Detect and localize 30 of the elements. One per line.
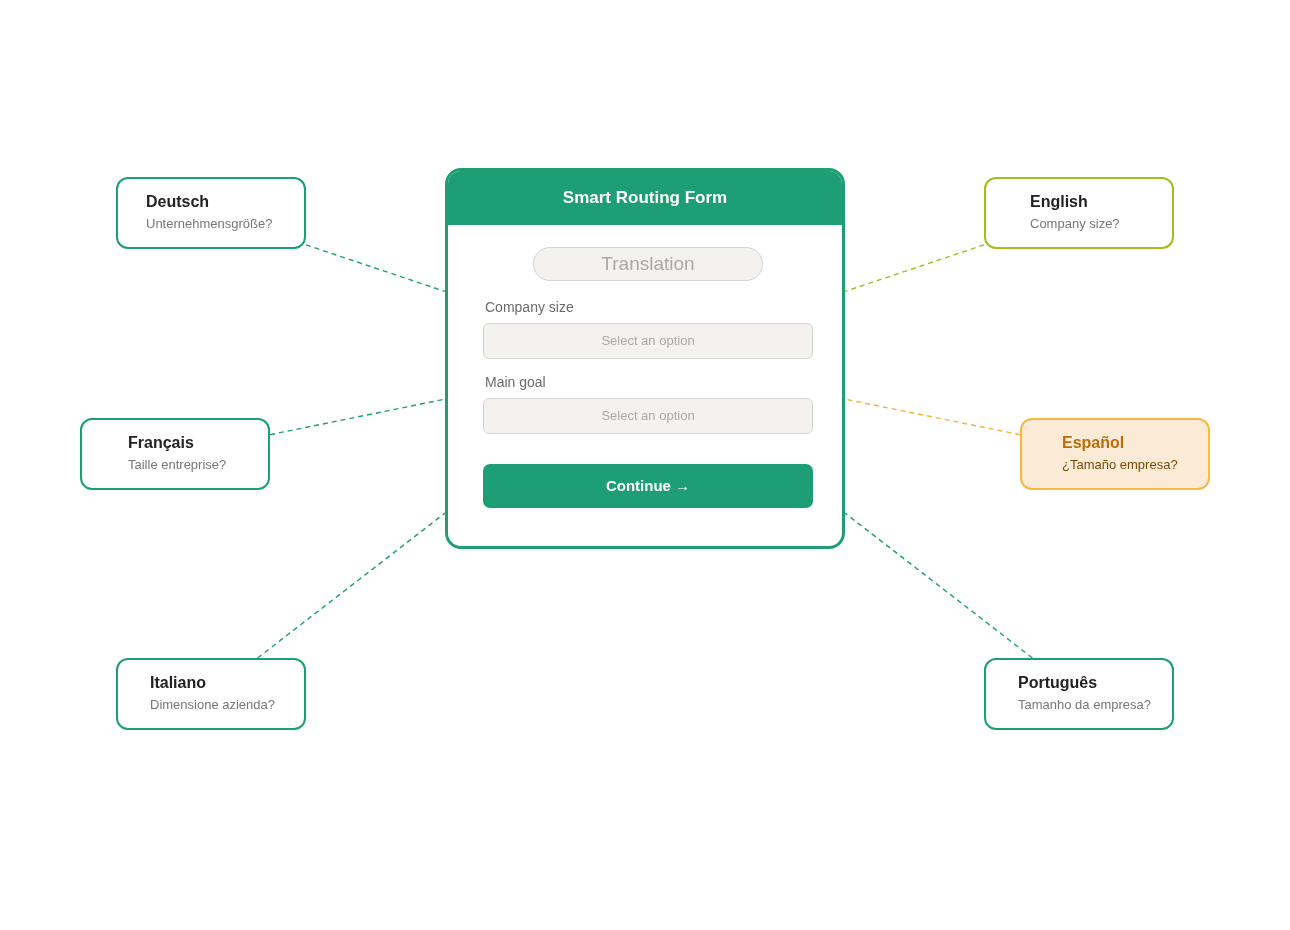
language-card <box>80 418 270 490</box>
language-card <box>1020 418 1210 490</box>
language-card <box>984 177 1174 249</box>
language-name: Italiano <box>150 674 206 692</box>
select-field: Select an option <box>483 398 813 434</box>
language-name: English <box>1030 193 1088 211</box>
dashed-connector <box>844 244 985 293</box>
form-header: Smart Routing Form <box>448 171 842 225</box>
continue-button: Continue → <box>483 464 813 508</box>
dashed-connector <box>305 244 446 293</box>
select-field: Select an option <box>483 323 813 359</box>
question-text: Unternehmensgröße? <box>146 216 273 231</box>
question-text: Tamanho da empresa? <box>1018 697 1151 712</box>
language-name: Português <box>1018 674 1098 692</box>
language-card <box>984 658 1174 730</box>
dashed-connector <box>256 512 446 659</box>
language-name: Français <box>128 434 194 452</box>
language-name: Español <box>1062 434 1125 452</box>
question-text: Dimensione azienda? <box>150 697 276 712</box>
language-name: Deutsch <box>146 193 210 211</box>
dashed-connector <box>844 512 1034 659</box>
language-card <box>116 177 306 249</box>
language-card <box>116 658 306 730</box>
form-card <box>445 168 845 549</box>
field-label: Company size <box>485 299 574 315</box>
question-text: Company size? <box>1030 216 1120 231</box>
tag-pill: Translation <box>533 247 763 281</box>
question-text: ¿Tamaño empresa? <box>1062 457 1178 472</box>
question-text: Taille entreprise? <box>128 457 227 472</box>
field-label: Main goal <box>485 374 546 390</box>
